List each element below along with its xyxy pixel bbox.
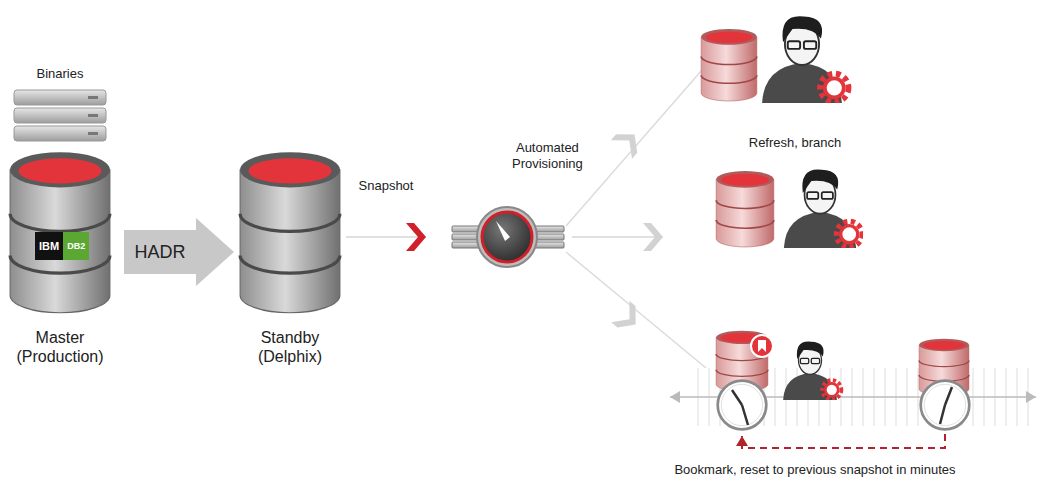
connector: [572, 236, 663, 238]
engine-dial: [482, 212, 532, 262]
database-cylinder: [240, 152, 340, 313]
node-label: Master (Production): [8, 328, 112, 366]
server-led: [88, 114, 98, 117]
developer-icon: [762, 16, 848, 103]
clock-icon: [718, 381, 767, 430]
clock-hands: [940, 387, 952, 424]
node-box: Automated Provisioning: [428, 207, 568, 267]
developer-icon: [783, 342, 841, 400]
clock-hands: [732, 390, 748, 425]
database-cylinder: [10, 152, 110, 313]
connector: [346, 236, 426, 238]
node-outline: [14, 90, 106, 142]
reset-arrow: [742, 434, 945, 448]
node-label: Binaries: [37, 66, 84, 82]
node-box: Refresh, branch: [665, 168, 865, 250]
server-slab: [14, 108, 106, 123]
server-led: [88, 132, 98, 135]
engine-needle: [496, 221, 510, 241]
edge-label: HADR: [131, 242, 188, 263]
logo-text: DB2: [67, 241, 85, 251]
node-box: Standby (Delphix): [238, 150, 342, 315]
bookmark-icon: [758, 340, 766, 352]
virtual-database: [701, 29, 757, 101]
chevron: [611, 125, 645, 158]
replication-arrow: [124, 218, 234, 286]
node-outline: [428, 207, 568, 267]
node-box: Binaries: [14, 90, 106, 142]
edge-label: Snapshot: [357, 178, 416, 193]
virtual-database: [716, 171, 774, 247]
provision-line: [566, 70, 702, 226]
server-slab: [14, 126, 106, 141]
bookmark-icon: [751, 335, 773, 357]
node-label: Standby (Delphix): [238, 328, 342, 366]
server-led: [88, 96, 98, 99]
clock-icon: [921, 381, 970, 430]
node-label: Refresh, branch: [749, 135, 842, 151]
node-label: Automated Provisioning: [512, 140, 583, 171]
logo-box: DB2: [63, 232, 89, 260]
server-slab: [14, 90, 106, 105]
provision-line: [566, 252, 706, 368]
node-box: IBMDB2Master (Production): [8, 150, 112, 315]
logo-box: IBM: [35, 232, 63, 260]
node-outline: [665, 168, 865, 250]
note-label: Bookmark, reset to previous snapshot in …: [672, 462, 957, 477]
developer-icon: [784, 170, 862, 248]
logo-text: IBM: [39, 240, 59, 252]
chevron: [611, 301, 644, 335]
engine-dial: [477, 207, 537, 267]
node-outline: [238, 150, 342, 315]
